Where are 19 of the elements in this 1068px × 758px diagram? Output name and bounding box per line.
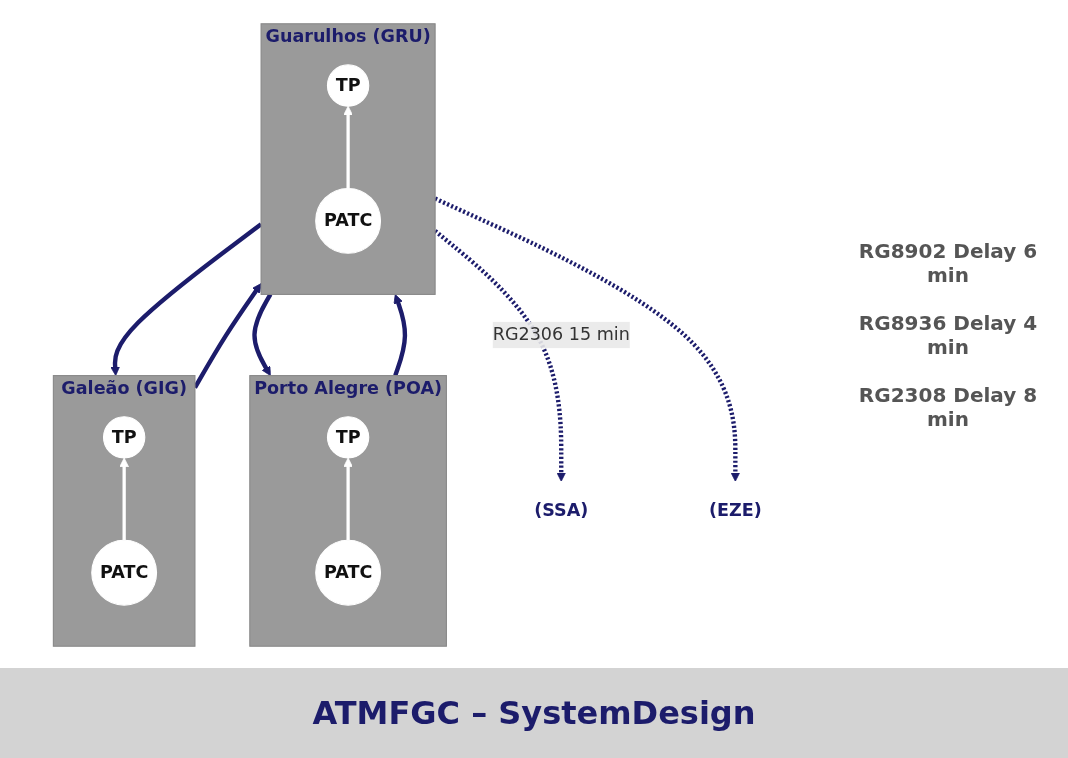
node-circle: TP xyxy=(326,64,370,107)
flight-delay-note: RG2308 Delay 8 min xyxy=(857,383,1039,431)
node-circle: TP xyxy=(326,416,370,459)
caption: ATMFGC – SystemDesign xyxy=(312,694,756,732)
flight-delay-note: RG8936 Delay 4 min xyxy=(857,311,1039,359)
node-circle: TP xyxy=(102,416,146,459)
arrow xyxy=(119,457,129,541)
node-circle: PATC xyxy=(315,539,382,606)
node-circle: PATC xyxy=(315,187,382,254)
flight-delay-note: RG8902 Delay 6 min xyxy=(857,239,1039,287)
edge-label: RG2306 15 min xyxy=(492,324,630,345)
arrow xyxy=(193,283,262,389)
arrow xyxy=(393,293,408,377)
arrow xyxy=(343,105,353,189)
arrow xyxy=(343,457,353,541)
arrow xyxy=(252,293,273,377)
node-text: (SSA) xyxy=(534,499,589,521)
node-text: (EZE) xyxy=(708,499,762,521)
node-circle: PATC xyxy=(91,539,158,606)
